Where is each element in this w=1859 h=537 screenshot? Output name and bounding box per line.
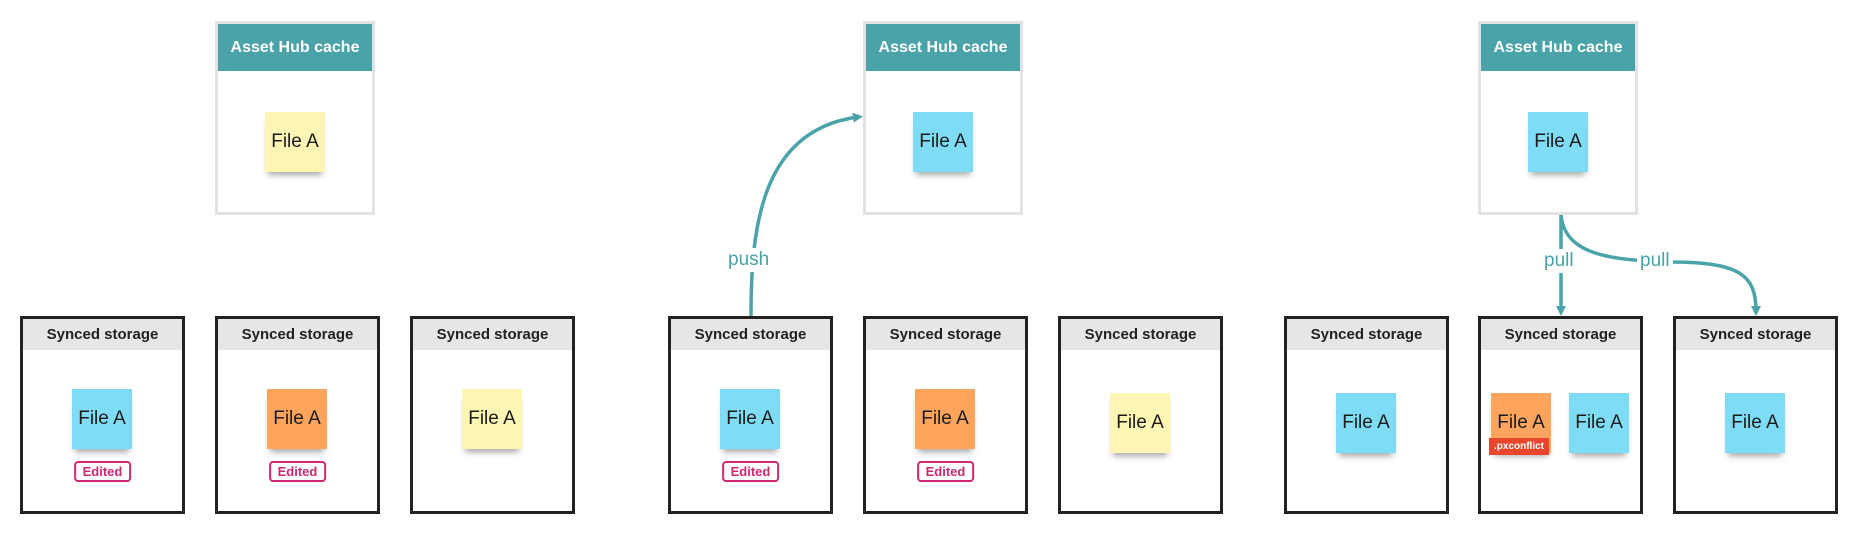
hub-header: Asset Hub cache [866, 24, 1020, 71]
file-note: File A [1336, 393, 1396, 453]
hub-header: Asset Hub cache [1481, 24, 1635, 71]
storage-header: Synced storage [866, 319, 1025, 350]
asset-hub-cache-1: Asset Hub cache File A [215, 21, 375, 215]
file-note: File A [1110, 393, 1170, 453]
storage-header: Synced storage [1481, 319, 1640, 350]
push-arrow [749, 112, 863, 317]
storage-header: Synced storage [218, 319, 377, 350]
synced-storage-7: Synced storage File A [1284, 316, 1449, 514]
file-note: File A [265, 112, 325, 172]
synced-storage-6: Synced storage File A [1058, 316, 1223, 514]
storage-header: Synced storage [1676, 319, 1835, 350]
push-label: push [725, 248, 773, 272]
file-note: File A [1569, 393, 1629, 453]
storage-header: Synced storage [671, 319, 830, 350]
storage-header: Synced storage [413, 319, 572, 350]
synced-storage-8: Synced storage File A .pxconflict File A [1478, 316, 1643, 514]
asset-hub-cache-2: Asset Hub cache File A [863, 21, 1023, 215]
hub-header: Asset Hub cache [218, 24, 372, 71]
file-note: File A [267, 389, 327, 449]
storage-header: Synced storage [1061, 319, 1220, 350]
edited-badge: Edited [268, 461, 327, 482]
file-note: File A [1528, 112, 1588, 172]
synced-storage-5: Synced storage File A Edited [863, 316, 1028, 514]
pxconflict-tag: .pxconflict [1489, 438, 1550, 455]
edited-badge: Edited [73, 461, 132, 482]
pull-label-right: pull [1637, 249, 1673, 273]
edited-badge: Edited [721, 461, 780, 482]
storage-header: Synced storage [1287, 319, 1446, 350]
edited-badge: Edited [916, 461, 975, 482]
file-note: File A [462, 389, 522, 449]
synced-storage-9: Synced storage File A [1673, 316, 1838, 514]
synced-storage-3: Synced storage File A [410, 316, 575, 514]
file-note: File A [72, 389, 132, 449]
pull-label-down: pull [1541, 249, 1577, 273]
synced-storage-4: Synced storage File A Edited [668, 316, 833, 514]
synced-storage-2: Synced storage File A Edited [215, 316, 380, 514]
file-note: File A [915, 389, 975, 449]
file-note: File A [1725, 393, 1785, 453]
file-note: File A [720, 389, 780, 449]
synced-storage-1: Synced storage File A Edited [20, 316, 185, 514]
file-note: File A [913, 112, 973, 172]
asset-hub-cache-3: Asset Hub cache File A [1478, 21, 1638, 215]
storage-header: Synced storage [23, 319, 182, 350]
